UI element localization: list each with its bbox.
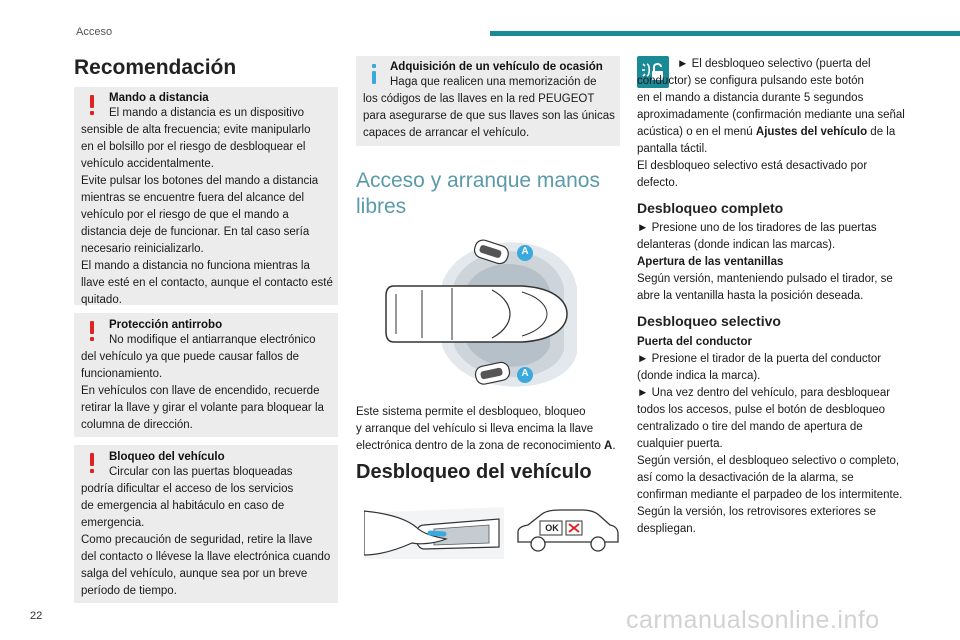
ok-badge bbox=[539, 520, 563, 536]
car-status-illustration bbox=[517, 509, 619, 552]
hands-free-zone-label: A bbox=[604, 440, 613, 452]
warning-box-antitheft: Protección antirrobo No modifique el ant… bbox=[74, 313, 338, 437]
window-opening-title: Apertura de las ventanillas bbox=[637, 256, 784, 268]
intro-text: ► El desbloqueo selectivo (puerta del co… bbox=[637, 58, 905, 138]
hands-free-paragraph: Este sistema permite el desbloqueo, bloq… bbox=[356, 404, 624, 455]
warning-box-remote: Mando a distancia El mando a distancia e… bbox=[74, 87, 338, 306]
detection-zone-diagram bbox=[385, 239, 577, 387]
selective-unlock-intro: ► El desbloqueo selectivo (puerta del co… bbox=[637, 56, 905, 192]
warning-text-locking: Circular con las puertas bloqueadas podr… bbox=[81, 466, 331, 597]
warning-text-antitheft: No modifique el antiarranque electrónico… bbox=[81, 334, 324, 431]
warning-icon bbox=[88, 453, 96, 473]
hands-free-text: Este sistema permite el desbloqueo, bloq… bbox=[356, 406, 601, 452]
warning-title-antitheft: Protección antirrobo bbox=[109, 319, 223, 331]
info-icon bbox=[370, 64, 378, 84]
key-fob-top bbox=[473, 239, 509, 265]
unlock-heading: Desbloqueo del vehículo bbox=[356, 461, 592, 483]
driver-door-text: ► Presione el tirador de la puerta del c… bbox=[637, 353, 903, 535]
ok-label: OK bbox=[545, 523, 559, 533]
warning-title-remote: Mando a distancia bbox=[109, 92, 209, 104]
selective-unlock-heading: Desbloqueo selectivo bbox=[637, 313, 781, 329]
intro-text-end: de la pantalla táctil. El desbloqueo sel… bbox=[637, 126, 896, 189]
info-text: Haga que realicen una memorización de lo… bbox=[363, 76, 615, 139]
page-number: 22 bbox=[30, 610, 43, 622]
selective-unlock-icon bbox=[637, 56, 669, 88]
warning-title-locking: Bloqueo del vehículo bbox=[109, 451, 225, 463]
cross-icon bbox=[568, 523, 580, 533]
section-title-hands-free: Acceso y arranque manos libres bbox=[356, 169, 600, 218]
car-top-view bbox=[385, 285, 568, 343]
watermark: carmanualsonline.info bbox=[626, 606, 880, 634]
hands-free-end: . bbox=[612, 440, 616, 452]
complete-unlock-heading: Desbloqueo completo bbox=[637, 200, 784, 216]
complete-unlock-step: ► Presione uno de los tiradores de las p… bbox=[637, 222, 877, 251]
driver-door-title: Puerta del conductor bbox=[637, 336, 753, 348]
key-fob-bottom bbox=[474, 361, 511, 385]
zone-marker-a-bottom bbox=[517, 367, 533, 383]
menu-name: Ajustes del vehículo bbox=[755, 126, 868, 138]
warning-icon bbox=[88, 321, 96, 341]
zone-marker-a-top bbox=[517, 245, 533, 261]
recommendation-title: Recomendación bbox=[74, 56, 237, 79]
zone-label-a-bottom: A bbox=[521, 368, 529, 379]
warning-icon bbox=[88, 95, 96, 115]
info-box-used-vehicle: Adquisición de un vehículo de ocasión Ha… bbox=[356, 56, 620, 146]
window-opening-text: Según versión, manteniendo pulsado el ti… bbox=[637, 273, 893, 302]
door-handle-illustration bbox=[364, 507, 504, 559]
warning-text-remote: El mando a distancia es un dispositivo s… bbox=[81, 107, 333, 306]
running-header: Acceso bbox=[76, 26, 113, 38]
zone-label-a-top: A bbox=[521, 246, 529, 257]
info-title: Adquisición de un vehículo de ocasión bbox=[390, 61, 603, 73]
padlock-unlock-icon bbox=[642, 63, 663, 80]
warning-box-locking: Bloqueo del vehículo Circular con las pu… bbox=[74, 445, 338, 603]
header-accent-bar bbox=[490, 31, 960, 36]
